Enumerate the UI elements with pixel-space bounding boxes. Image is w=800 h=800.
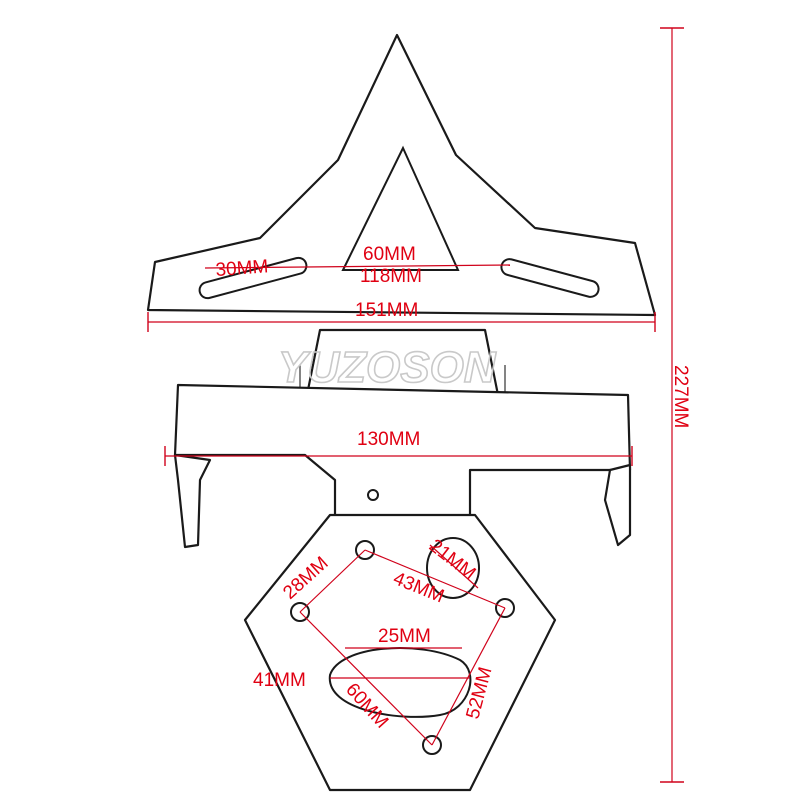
- dim-line-21: [429, 544, 479, 589]
- watermark-text: YUZOSON: [278, 343, 497, 392]
- label-25mm: 25MM: [378, 626, 431, 647]
- right-bent-arm: [603, 463, 632, 547]
- top-bracket-triangle-cutout: [341, 145, 460, 271]
- oval-light-cutout: [328, 647, 472, 718]
- label-30mm: 30MM: [215, 256, 269, 281]
- label-118mm: 118MM: [360, 266, 422, 287]
- left-mounting-slot: [198, 256, 308, 300]
- dim-line-43: [364, 549, 506, 609]
- label-151mm: 151MM: [355, 300, 418, 321]
- label-227mm: 227MM: [670, 365, 691, 428]
- left-bent-arm: [173, 453, 212, 549]
- label-41mm: 41MM: [253, 670, 306, 691]
- label-60mm: 60MM: [363, 244, 416, 265]
- label-130mm: 130MM: [357, 429, 420, 450]
- round-light-cutout: [426, 537, 480, 599]
- dim-line-118: [204, 264, 511, 269]
- dim-line-28: [299, 549, 366, 613]
- middle-bar: [173, 383, 632, 522]
- center-small-hole: [367, 489, 379, 501]
- dim-line-52: [431, 607, 506, 746]
